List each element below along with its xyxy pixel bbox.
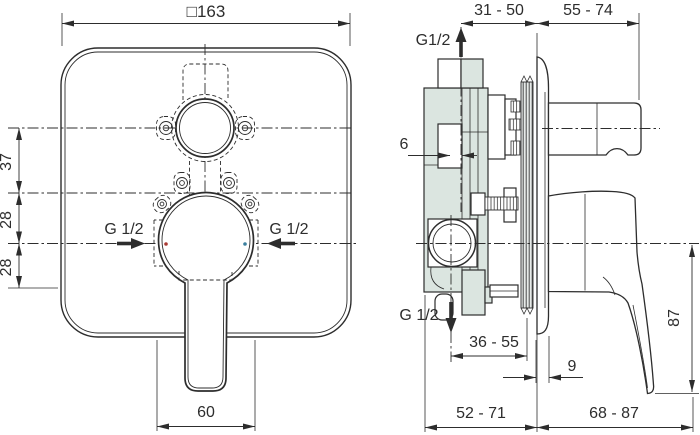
dim-52-71-label: 52 - 71 [456,405,506,422]
side-port-opening [427,218,477,268]
dim-6-label: 6 [400,136,409,153]
inlet-left-arrow-icon [131,238,145,249]
dim-28-upper-label: 28 [0,211,15,229]
dim-plate-width-label: □163 [187,2,226,21]
dim-offset: 6 [400,136,477,159]
side-view: 31 - 50 55 - 74 G1/2 6 G 1/2 36 - 55 [399,2,699,432]
cold-indicator-dot [243,242,247,246]
outlet-bottom-arrow-icon [445,318,457,333]
dim-left-chain: 37 28 28 [0,128,23,288]
rough-in-hidden-outline [152,63,260,267]
diverter-knob-front [175,98,235,158]
inlet-right: G 1/2 [267,221,309,249]
seal-stack [520,75,534,315]
dim-plate-width: □163 [61,2,351,46]
cartridge-mechanism [470,94,522,298]
hot-indicator-dot [164,242,168,246]
lever-handle-side [547,190,655,395]
screw-hole-right [238,121,252,135]
screw-hole-left [159,121,173,135]
inlet-left-label: G 1/2 [104,221,143,238]
front-view: □163 37 28 28 G 1/2 G 1/2 60 [0,2,356,431]
inlet-right-label: G 1/2 [269,221,308,238]
top-port-fitting [437,58,462,89]
diverter-knob-side [547,102,642,156]
side-centerlines [416,27,699,362]
dim-plate-thickness: 9 [503,336,583,383]
dim-60-label: 60 [197,404,215,421]
outlet-bottom: G 1/2 [399,302,457,333]
dim-handle-base: 60 [156,340,256,431]
lever-handle-front [157,191,255,392]
dim-9-label: 9 [568,358,577,375]
inlet-left: G 1/2 [104,221,145,249]
dim-68-87-label: 68 - 87 [589,405,639,422]
dim-31-50-label: 31 - 50 [474,2,524,19]
outlet-top: G1/2 [416,27,467,57]
dim-depth: 36 - 55 [451,318,528,361]
dim-28-lower-label: 28 [0,259,15,277]
dim-lever-height: 87 [655,245,699,394]
dim-36-55-label: 36 - 55 [469,334,519,351]
mounting-screw [484,196,519,211]
dim-37-label: 37 [0,153,15,171]
escutcheon-side [536,56,550,335]
outlet-bottom-label: G 1/2 [399,307,438,324]
mounting-slot [434,293,454,321]
outlet-top-label: G1/2 [416,32,451,49]
valve-body-section [423,58,493,321]
inlet-right-arrow-icon [267,238,281,249]
dim-87-label: 87 [666,309,683,327]
dim-bottom-row: 52 - 71 68 - 87 [424,295,694,432]
outlet-top-arrow-icon [455,27,467,42]
dim-rough-in-depth: 31 - 50 55 - 74 [461,2,640,100]
dim-55-74-label: 55 - 74 [563,2,613,19]
